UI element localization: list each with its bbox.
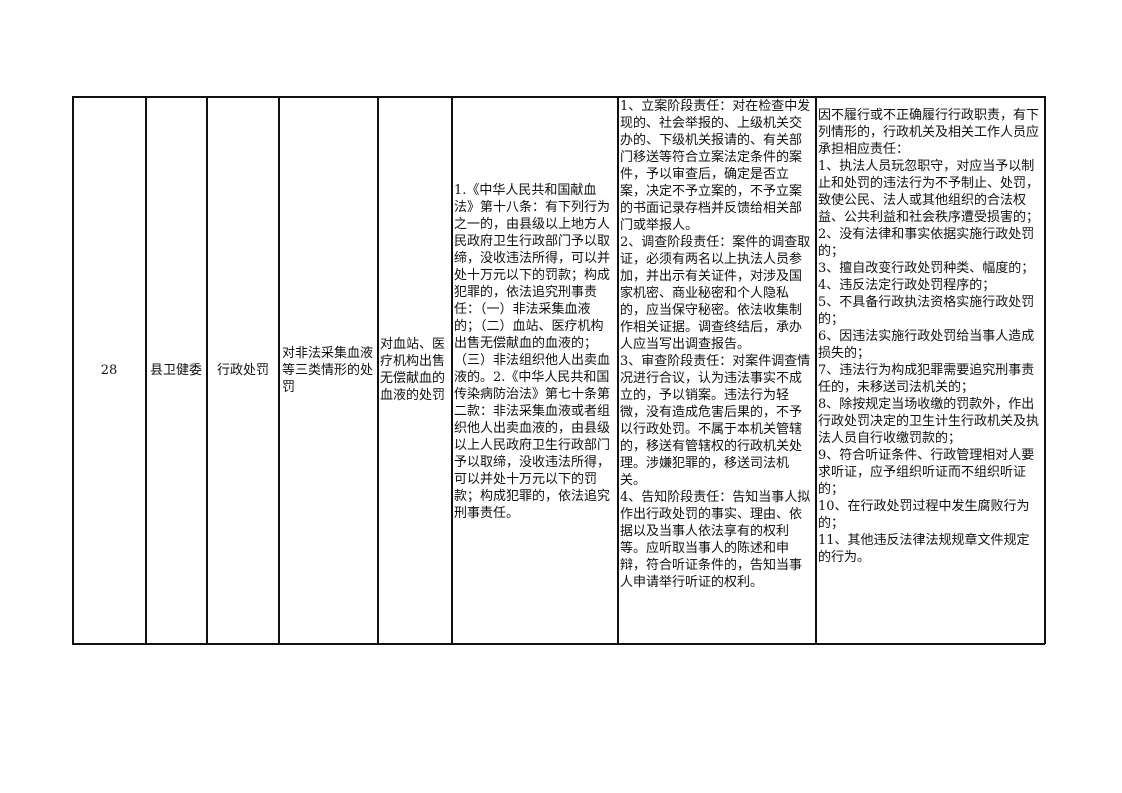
sub-item-text: 对血站、医疗机构出售无偿献血的血液的处罚: [380, 337, 446, 403]
accountability-item: 7、违法行为构成犯罪需要追究刑事责任的，未移送司法机关的；: [818, 363, 1035, 395]
responsibility-item: 3、审查阶段责任：对案件调查情况进行合议，认为违法事实不成立的，予以销案。违法行…: [620, 354, 811, 488]
item-name-cell: 对非法采集血液等三类情形的处罚: [282, 98, 375, 642]
col-border-2: [206, 96, 208, 644]
col-border-left: [72, 96, 74, 644]
responsibility-item: 4、告知阶段责任：告知当事人拟作出行政处罚的事实、理由、依据以及当事人依法享有的…: [620, 490, 811, 590]
accountability-item: 5、不具备行政执法资格实施行政处罚的；: [818, 295, 1035, 327]
responsibilities-cell: 1、立案阶段责任：对在检查中发现的、社会举报的、上级机关交办的、下级机关报请的、…: [620, 98, 813, 642]
category-text: 行政处罚: [216, 362, 269, 378]
responsibility-item: 1、立案阶段责任：对在检查中发现的、社会举报的、上级机关交办的、下级机关报请的、…: [620, 99, 811, 233]
sub-item-cell: 对血站、医疗机构出售无偿献血的血液的处罚: [380, 98, 449, 642]
accountability-item: 11、其他违反法律法规规章文件规定的行为。: [818, 533, 1030, 565]
row-index-text: 28: [100, 362, 118, 378]
col-border-1: [145, 96, 147, 644]
row-index: 28: [74, 98, 144, 642]
accountability-item: 1、执法人员玩忽职守，对应当予以制止和处罚的违法行为不予制止、处罚，致使公民、法…: [818, 159, 1040, 225]
department-cell: 县卫健委: [150, 98, 202, 642]
col-border-right: [1044, 96, 1046, 644]
accountability-item: 6、因违法实施行政处罚给当事人造成损失的；: [818, 329, 1035, 361]
col-border-3: [278, 96, 280, 644]
col-border-5: [451, 96, 453, 644]
accountability-item: 2、没有法律和事实依据实施行政处罚的；: [818, 227, 1035, 259]
item-name-text: 对非法采集血液等三类情形的处罚: [282, 345, 374, 395]
category-cell: 行政处罚: [209, 98, 277, 642]
legal-basis-cell: 1.《中华人民共和国献血法》第十八条：有下列行为之一的，由县级以上地方人民政府卫…: [454, 182, 614, 582]
legal-basis-text: 1.《中华人民共和国献血法》第十八条：有下列行为之一的，由县级以上地方人民政府卫…: [454, 183, 611, 521]
col-border-4: [377, 96, 379, 644]
accountability-item: 3、擅自改变行政处罚种类、幅度的；: [818, 261, 1035, 276]
row-border-top: [72, 96, 1045, 98]
responsibility-item: 2、调查阶段责任：案件的调查取证，必须有两名以上执法人员参加，并出示有关证件，对…: [620, 235, 811, 352]
col-border-6: [617, 96, 619, 644]
accountability-item: 10、在行政处罚过程中发生腐败行为的；: [818, 499, 1030, 531]
department-text: 县卫健委: [150, 362, 203, 378]
col-border-7: [815, 96, 817, 644]
accountability-cell: 因不履行或不正确履行行政职责，有下列情形的，行政机关及相关工作人员应承担相应责任…: [818, 107, 1042, 641]
accountability-intro: 因不履行或不正确履行行政职责，有下列情形的，行政机关及相关工作人员应承担相应责任…: [818, 108, 1040, 157]
accountability-item: 4、违反法定行政处罚程序的；: [818, 278, 996, 293]
row-border-bottom: [72, 643, 1045, 645]
accountability-item: 9、符合听证条件、行政管理相对人要求听证，应予组织听证而不组织听证的；: [818, 448, 1035, 497]
accountability-item: 8、除按规定当场收缴的罚款外，作出行政处罚决定的卫生计生行政机关及执法人员自行收…: [818, 397, 1040, 446]
